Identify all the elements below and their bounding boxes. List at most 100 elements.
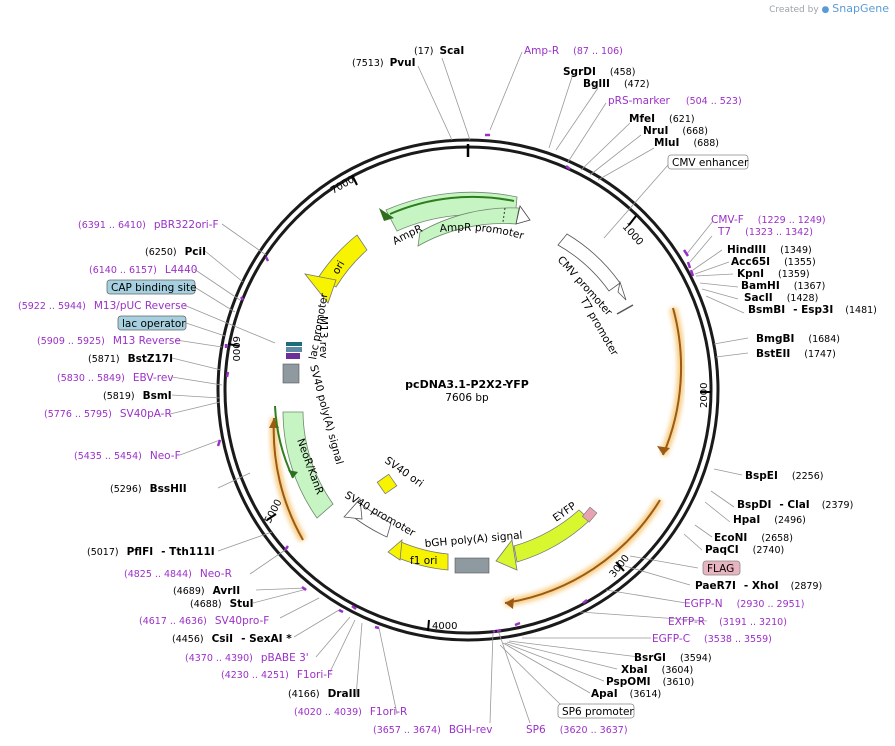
- site-csii: (4456)CsiI- SexAI *: [172, 633, 292, 645]
- tick-7000: 7000: [329, 174, 357, 196]
- site-mlui: MluI(688): [654, 137, 719, 149]
- site-bsrgi: BsrGI(3594): [634, 652, 712, 664]
- primer-m13-puc-reverse: (5922 .. 5944)M13/pUC Reverse: [18, 300, 187, 312]
- tick-2000: 2000: [699, 383, 710, 408]
- connector-lines: [169, 51, 749, 724]
- tick-1000: 1000: [620, 222, 645, 248]
- site-draiii: (4166)DraIII: [288, 688, 360, 700]
- primer-amp-r: Amp-R(87 .. 106): [524, 45, 623, 57]
- site-pflfi: (5017)PflFI- Tth111I: [87, 546, 215, 558]
- eyfp-feature: [495, 506, 598, 571]
- site-bsteii: BstEII(1747): [756, 348, 836, 360]
- site-sgrdi: SgrDI(458): [563, 66, 635, 78]
- site-hpai: HpaI(2496): [733, 514, 806, 526]
- lac-promoter-block: [282, 363, 300, 384]
- site-nrui: NruI(668): [643, 125, 708, 137]
- primer-cmv-f: CMV-F(1229 .. 1249): [711, 214, 826, 226]
- primer-sv40pro-f: (4617 .. 4636)SV40pro-F: [139, 615, 269, 627]
- primer-ticks: [216, 133, 695, 634]
- label-m13-rev: M13 rev: [317, 316, 329, 359]
- cmv-promoter-feature: [557, 233, 627, 301]
- primer-ebv-rev: (5830 .. 5849)EBV-rev: [57, 372, 174, 384]
- flag-label: FLAG: [707, 563, 734, 575]
- site-econi: EcoNI(2658): [714, 532, 793, 544]
- primer-l4440: (6140 .. 6157)L4440: [89, 264, 197, 276]
- site-bglii: BglII(472): [583, 78, 649, 90]
- egfp-orange-arc: [504, 497, 664, 609]
- site-kpni: KpnI(1359): [737, 268, 810, 280]
- primer-pbr322ori-f: (6391 .. 6410)pBR322ori-F: [78, 219, 219, 231]
- cmv-enhancer-box: [667, 154, 749, 170]
- sv40-promoter-feature: [343, 498, 392, 538]
- f1-ori-feature: [387, 539, 449, 571]
- site-pspomi: PspOMI(3610): [606, 676, 694, 688]
- site-mfei: MfeI(621): [629, 113, 695, 125]
- site-apai: ApaI(3614): [591, 688, 661, 700]
- primer-f1ori-r: (4020 .. 4039)F1ori-R: [294, 706, 407, 718]
- tick-marks: [227, 174, 711, 632]
- lac-operator-label: lac operator: [122, 318, 186, 330]
- primer-neo-r: (4825 .. 4844)Neo-R: [124, 568, 232, 580]
- label-ampr-promoter: AmpR promoter: [439, 222, 526, 243]
- site-bmgbi: BmgBI(1684): [756, 333, 840, 345]
- snapgene-logo-icon: ●: [821, 5, 830, 15]
- neor-feature: [274, 405, 334, 519]
- primer-t7: T7(1323 .. 1342): [717, 226, 813, 238]
- primer-bgh-rev: (3657 .. 3674)BGH-rev: [373, 724, 492, 736]
- sv40-ori-block: [376, 473, 398, 495]
- primer-sp6: SP6(3620 .. 3637): [526, 724, 628, 736]
- site-bstz17i: (5871)BstZ17I: [88, 353, 173, 365]
- site-bspdi: BspDI- ClaI(2379): [737, 499, 853, 511]
- cap-binding-site-box: [106, 279, 196, 295]
- primer-egfp-n: EGFP-N(2930 .. 2951): [684, 598, 804, 610]
- cap-binding-site-label: CAP binding site: [111, 282, 197, 294]
- backbone-outer-ring: [216, 138, 720, 642]
- site-hindiii: HindIII(1349): [727, 244, 812, 256]
- site-scai: (17)ScaI: [414, 45, 464, 57]
- cap-binding-block: [286, 342, 302, 346]
- site-bamhi: BamHI(1367): [741, 280, 825, 292]
- cmv-enhancer-label: CMV enhancer: [672, 157, 749, 169]
- site-acc65i: Acc65I(1355): [731, 256, 816, 268]
- tick-4000: 4000: [432, 621, 457, 632]
- plasmid-length: 7606 bp: [445, 392, 489, 404]
- site-avrii: (4689)AvrII: [173, 585, 240, 597]
- sp6-promoter-box: [557, 703, 635, 719]
- primer-pbabe3: (4370 .. 4390)pBABE 3': [185, 652, 309, 664]
- m13-rev-block: [286, 353, 300, 359]
- site-bspei: BspEI(2256): [745, 470, 823, 482]
- lac-operator-box: [117, 315, 187, 331]
- site-paqci: PaqCI(2740): [705, 544, 784, 556]
- site-pvui: (7513)PvuI: [352, 57, 416, 69]
- lac-operator-block: [286, 347, 302, 352]
- primer-f1ori-f: (4230 .. 4251)F1ori-F: [221, 669, 333, 681]
- ampr-feature: [379, 191, 518, 232]
- watermark-prefix: Created by: [769, 5, 819, 15]
- site-sacii: SacII(1428): [744, 292, 818, 304]
- primer-m13-reverse: (5909 .. 5925)M13 Reverse: [37, 335, 181, 347]
- snapgene-watermark: Created by ● SnapGene: [769, 2, 889, 15]
- site-bsmbi: BsmBI- Esp3I(1481): [748, 304, 877, 316]
- tick-5000: 5000: [263, 498, 285, 526]
- ampr-promoter-feature: [417, 205, 531, 247]
- cmv-orange-arc: [657, 306, 686, 457]
- ori-feature: [304, 234, 368, 304]
- label-ori: ori: [330, 259, 347, 277]
- primer-exfp-r: EXFP-R(3191 .. 3210): [668, 616, 787, 628]
- site-pcii: (6250)PciI: [145, 246, 206, 258]
- plasmid-name: pcDNA3.1-P2X2-YFP: [405, 378, 529, 391]
- primer-egfp-c: EGFP-C(3538 .. 3559): [652, 633, 772, 645]
- bgh-polya-block: [454, 557, 490, 574]
- flag-box: [702, 560, 741, 576]
- site-xbai: XbaI(3604): [621, 664, 693, 676]
- watermark-brand: SnapGene: [832, 2, 889, 15]
- site-bsmi: (5819)BsmI: [103, 390, 172, 402]
- label-sv40-polya: SV40 poly(A) signal: [307, 364, 345, 466]
- site-stui: (4688)StuI: [190, 598, 254, 610]
- tick-6000: 6000: [230, 336, 241, 361]
- sp6-promoter-label: SP6 promoter: [562, 706, 634, 718]
- primer-sv40pa-r: (5776 .. 5795)SV40pA-R: [44, 408, 172, 420]
- site-bsshii: (5296)BssHII: [110, 483, 187, 495]
- t7-promoter-bar: [616, 304, 634, 315]
